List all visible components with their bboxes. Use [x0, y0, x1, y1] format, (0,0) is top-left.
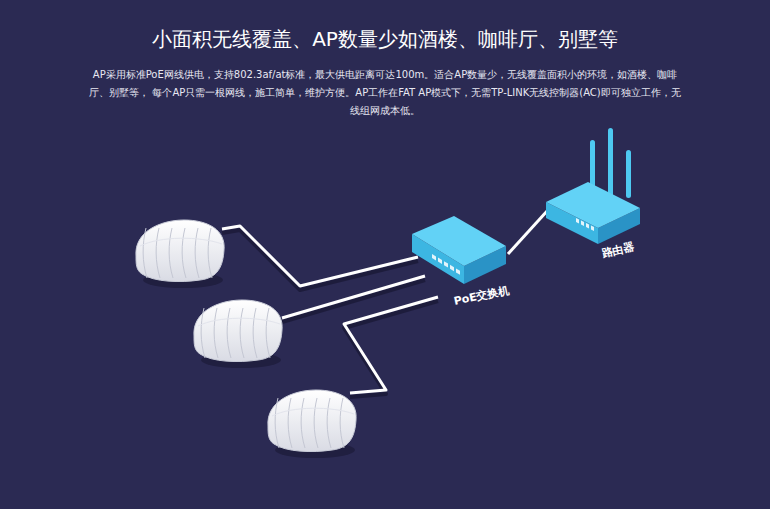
network-cable	[508, 210, 548, 254]
access-points	[136, 220, 356, 458]
ap-cable	[282, 276, 425, 318]
access-point	[268, 390, 356, 458]
ap-cable	[222, 226, 418, 286]
ap-cable	[344, 297, 438, 393]
device-label: PoE交换机	[452, 282, 510, 308]
access-point	[136, 220, 224, 288]
device-label: 路由器	[600, 239, 635, 261]
title: 小面积无线覆盖、AP数量少如酒楼、咖啡厅、别墅等	[0, 26, 770, 53]
poe-switch: PoE交换机	[410, 214, 516, 312]
caption: AP采用标准PoE网线供电，支持802.3af/at标准，最大供电距离可达100…	[85, 66, 685, 120]
access-point	[194, 300, 282, 368]
router: 路由器	[546, 122, 642, 268]
